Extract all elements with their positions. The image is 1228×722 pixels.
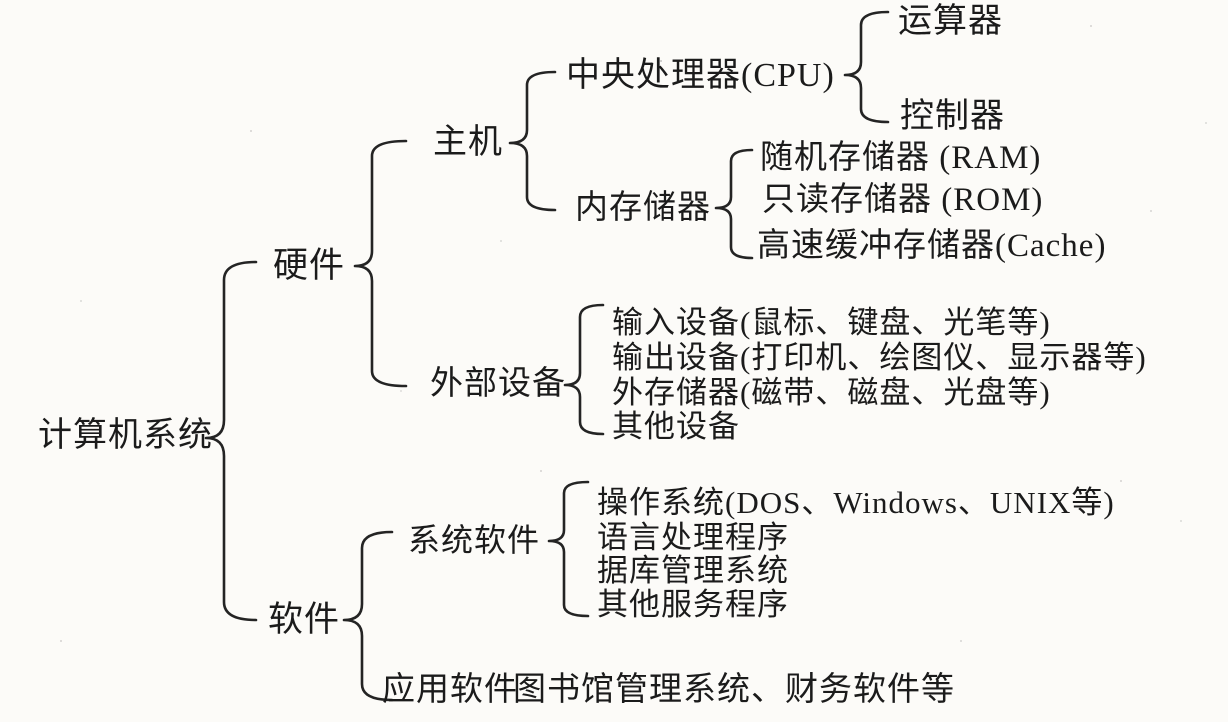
node-software: 软件 <box>268 600 341 639</box>
node-peripherals: 外部设备 <box>430 366 566 402</box>
leaf-cache: 高速缓冲存储器(Cache) <box>757 228 1107 264</box>
leaf-other-services: 其他服务程序 <box>597 587 789 622</box>
leaf-other-devices: 其他设备 <box>612 409 740 444</box>
node-computer-system: 计算机系统 <box>38 417 213 454</box>
leaf-application-examples: 图书馆管理系统、财务软件等 <box>513 672 955 708</box>
leaf-controller: 控制器 <box>900 98 1005 135</box>
node-application-software: 应用软件 <box>382 672 518 708</box>
brace-memory <box>714 148 754 260</box>
leaf-output-devices: 输出设备(打印机、绘图仪、显示器等) <box>612 340 1147 375</box>
node-memory: 内存储器 <box>575 190 711 226</box>
node-cpu: 中央处理器(CPU) <box>566 57 835 94</box>
node-system-software: 系统软件 <box>408 522 541 558</box>
brace-software <box>342 530 394 702</box>
brace-host <box>508 70 557 212</box>
brace-computer-system <box>204 260 258 622</box>
leaf-language-processors: 语言处理程序 <box>597 520 789 555</box>
brace-cpu <box>843 10 890 124</box>
leaf-input-devices: 输入设备(鼠标、键盘、光笔等) <box>612 305 1051 340</box>
brace-system-software <box>547 480 590 618</box>
scan-noise <box>660 60 662 62</box>
leaf-os: 操作系统(DOS、Windows、UNIX等) <box>597 485 1115 520</box>
node-host: 主机 <box>433 124 503 161</box>
leaf-alu: 运算器 <box>898 3 1003 40</box>
node-hardware: 硬件 <box>273 246 346 285</box>
leaf-ram: 随机存储器 (RAM) <box>760 140 1042 176</box>
leaf-database-management: 据库管理系统 <box>597 553 789 588</box>
leaf-external-storage: 外存储器(磁带、磁盘、光盘等) <box>612 375 1051 410</box>
brace-peripherals <box>563 303 605 436</box>
leaf-rom: 只读存储器 (ROM) <box>762 182 1044 218</box>
brace-hardware <box>353 139 408 388</box>
